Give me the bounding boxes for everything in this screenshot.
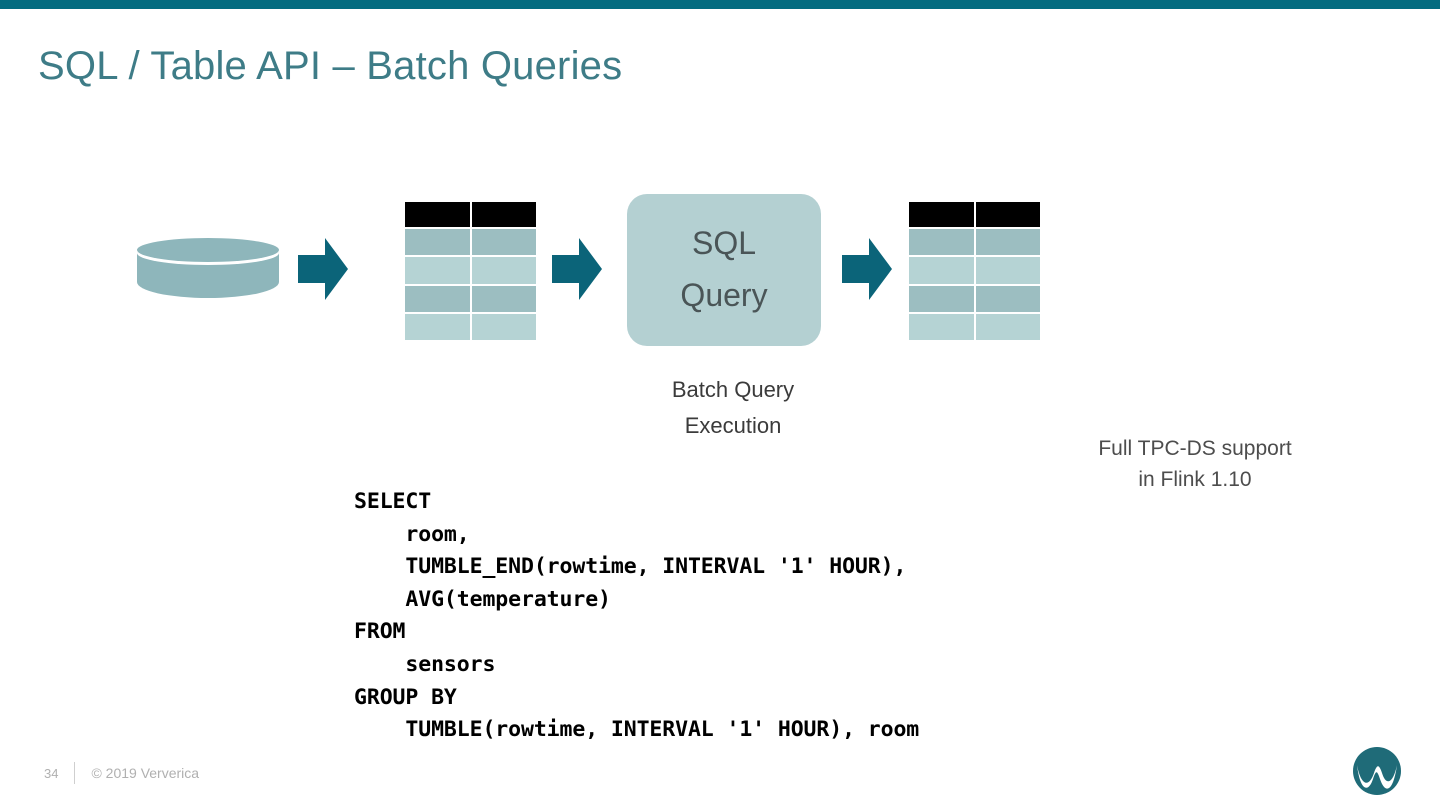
- right-block-arrow-icon: [298, 238, 348, 300]
- table-cell: [405, 285, 470, 312]
- pipeline-caption-line-1: Batch Query: [671, 377, 795, 402]
- table-cell: [909, 313, 974, 340]
- query-box-line-1: SQL: [691, 225, 757, 262]
- page-title: SQL / Table API – Batch Queries: [38, 44, 623, 88]
- table-cell: [471, 257, 536, 284]
- table-cell: [975, 285, 1040, 312]
- table-row: [405, 313, 536, 340]
- table-header-cell: [405, 202, 470, 227]
- sql-query-box: SQL Query: [627, 194, 821, 346]
- right-block-arrow-icon: [842, 238, 892, 300]
- side-note-line-2: in Flink 1.10: [1138, 468, 1252, 492]
- slide-footer: 34 © 2019 Ververica: [44, 762, 199, 784]
- pipeline-caption: Batch Query Execution: [608, 372, 858, 443]
- table-row: [405, 257, 536, 284]
- input-table: [405, 202, 536, 340]
- table-cell: [909, 257, 974, 284]
- table-row: [405, 285, 536, 312]
- pipeline-caption-line-2: Execution: [684, 412, 782, 438]
- sql-code-block: SELECT room, TUMBLE_END(rowtime, INTERVA…: [354, 489, 920, 743]
- table-row: [405, 229, 536, 256]
- table-header-row: [909, 202, 1040, 227]
- cylinder-top: [137, 238, 279, 262]
- table-row: [909, 285, 1040, 312]
- table-header-cell: [975, 202, 1040, 227]
- table-row: [909, 313, 1040, 340]
- table-row: [909, 257, 1040, 284]
- copyright-text: © 2019 Ververica: [91, 765, 200, 781]
- page-number: 34: [44, 765, 59, 781]
- table-cell: [975, 257, 1040, 284]
- output-table: [909, 202, 1040, 340]
- table-cell: [909, 229, 974, 256]
- database-cylinder-icon: [137, 238, 279, 304]
- right-block-arrow-icon: [552, 238, 602, 300]
- side-note-line-1: Full TPC-DS support: [1098, 437, 1292, 460]
- table-cell: [975, 229, 1040, 256]
- table-cell: [405, 313, 470, 340]
- table-cell: [405, 257, 470, 284]
- table-header-row: [405, 202, 536, 227]
- side-note: Full TPC-DS support in Flink 1.10: [1035, 433, 1355, 495]
- top-accent-bar: [0, 0, 1440, 9]
- ververica-logo-icon: [1352, 746, 1402, 796]
- table-row: [909, 229, 1040, 256]
- table-cell: [909, 285, 974, 312]
- table-cell: [471, 229, 536, 256]
- footer-divider: [74, 762, 76, 784]
- table-cell: [471, 285, 536, 312]
- table-header-cell: [909, 202, 974, 227]
- pipeline-diagram: SQL Query: [0, 190, 1440, 350]
- table-cell: [471, 313, 536, 340]
- query-box-line-2: Query: [680, 277, 768, 313]
- table-cell: [975, 313, 1040, 340]
- table-header-cell: [471, 202, 536, 227]
- table-cell: [405, 229, 470, 256]
